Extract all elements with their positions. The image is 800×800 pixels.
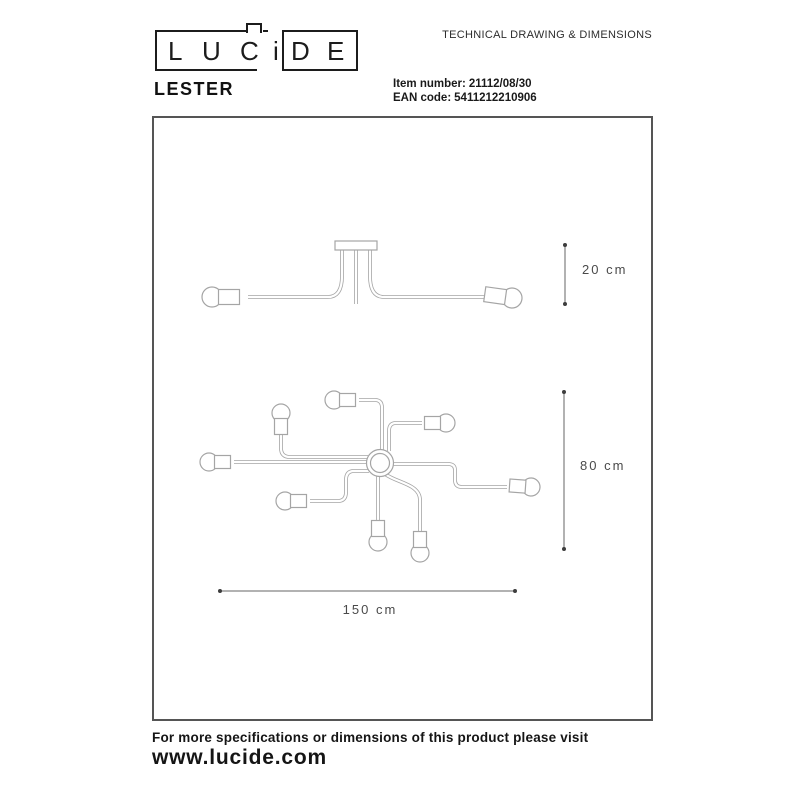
top-view-drawing [199,390,541,563]
logo-letter: L [168,36,183,66]
logo-border-gap [268,30,282,32]
page-title: LESTER [154,79,235,99]
ceiling-canopy [334,240,378,251]
dimension-side-height [563,243,567,306]
bulb-icon [368,519,388,552]
dimension-label-80cm: 80 cm [580,458,626,473]
bulb-icon [275,491,308,511]
item-number-row: Item number:21112/08/30 [393,77,540,91]
bulb-icon [423,413,456,433]
logo-border-gap [257,69,282,71]
dimension-label-150cm: 150 cm [342,602,398,617]
logo-letter: i [273,36,279,66]
bulb-icon [483,286,523,309]
lucide-logo: L U C i D E [155,23,358,71]
bulb-icon [508,477,541,497]
logo-notch [246,23,262,33]
dimension-top-depth [562,390,566,551]
document-type-label: TECHNICAL DRAWING & DIMENSIONS [442,29,652,41]
logo-letter: D [291,36,310,66]
bulb-icon [271,403,291,436]
ean-value: 5411212210906 [454,92,537,104]
bulb-icon [199,452,232,472]
logo-divider [282,32,284,69]
technical-drawing-frame: 20 cm 80 cm 150 cm [152,116,653,721]
side-view-drawing [201,240,523,309]
bulb-icon [410,530,430,563]
logo-letter: C [240,36,259,66]
hub-ring-inner [369,452,391,474]
dimension-label-20cm: 20 cm [582,262,628,277]
logo-letter: E [327,36,345,66]
ean-label: EAN code: [393,92,452,104]
technical-drawing [199,240,567,593]
bulb-icon [201,286,241,308]
logo-letter: U [202,36,221,66]
footer-note: For more specifications or dimensions of… [152,730,589,745]
item-number-label: Item number: [393,78,466,90]
footer-website: www.lucide.com [152,746,327,769]
ean-row: EAN code:5411212210906 [393,91,540,105]
dimension-overall-width [218,589,517,593]
product-codes: Item number:21112/08/30 EAN code:5411212… [393,77,540,105]
bulb-icon [324,390,357,410]
item-number-value: 21112/08/30 [468,78,532,90]
